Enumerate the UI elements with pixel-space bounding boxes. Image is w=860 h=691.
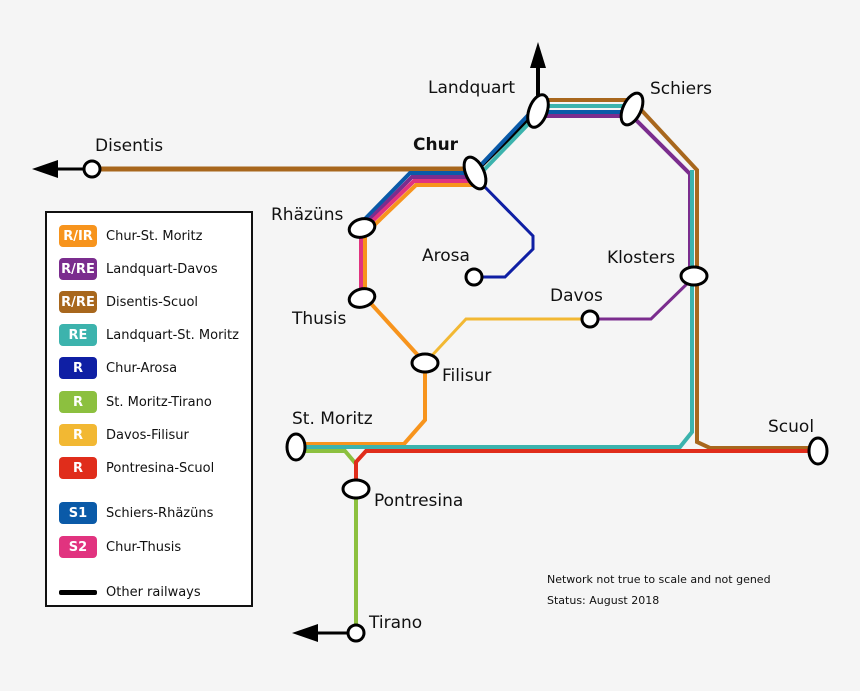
station-rhazuns-marker xyxy=(347,217,377,239)
legend-label: Pontresina-Scuol xyxy=(106,460,215,476)
station-st-moritz-marker xyxy=(285,432,307,462)
station-label-tirano: Tirano xyxy=(368,613,422,633)
line-badge: R xyxy=(59,357,97,379)
legend-item: R Davos-Filisur xyxy=(59,424,189,446)
legend-label: Chur-St. Moritz xyxy=(106,228,203,244)
station-arosa-marker xyxy=(464,267,484,287)
legend-label: Chur-Arosa xyxy=(106,360,178,376)
legend-item: R St. Moritz-Tirano xyxy=(59,391,212,413)
legend-label: Schiers-Rhäzüns xyxy=(106,505,214,521)
line-badge: S2 xyxy=(59,536,97,558)
chur-rhazuns-bundle xyxy=(359,171,475,297)
legend-item: R Pontresina-Scuol xyxy=(59,457,214,479)
route-davos-filisur xyxy=(423,317,590,365)
legend-label: Other railways xyxy=(106,584,201,600)
note-scale: Network not true to scale and not gened xyxy=(547,573,771,586)
route-st-moritz-tirano xyxy=(296,449,358,633)
station-label-arosa: Arosa xyxy=(422,246,470,266)
route-landquart-st-moritz xyxy=(296,170,694,449)
station-label-st-moritz: St. Moritz xyxy=(292,409,373,429)
legend-item: S1 Schiers-Rhäzüns xyxy=(59,502,213,524)
legend-item: R/RE Disentis-Scuol xyxy=(59,291,198,313)
line-badge: R/IR xyxy=(59,225,97,247)
station-label-pontresina: Pontresina xyxy=(374,491,463,511)
legend-label: Disentis-Scuol xyxy=(106,294,199,310)
line-badge: R xyxy=(59,457,97,479)
line-badge: R/RE xyxy=(59,258,97,280)
legend-label: Landquart-Davos xyxy=(106,261,218,277)
legend-label: Chur-Thusis xyxy=(106,539,182,555)
legend: R/IR Chur-St. Moritz R/RE Landquart-Davo… xyxy=(45,211,253,607)
line-badge: R/RE xyxy=(59,291,97,313)
station-label-chur: Chur xyxy=(413,135,459,155)
line-badge: RE xyxy=(59,324,97,346)
line-badge: R xyxy=(59,391,97,413)
station-davos-marker xyxy=(580,309,600,329)
station-label-scuol: Scuol xyxy=(768,417,814,437)
legend-item: R/IR Chur-St. Moritz xyxy=(59,225,202,247)
other-railways-swatch xyxy=(59,589,97,595)
station-thusis-marker xyxy=(347,287,377,309)
station-label-thusis: Thusis xyxy=(291,309,347,329)
station-tirano-marker xyxy=(346,623,366,643)
line-badge: S1 xyxy=(59,502,97,524)
station-label-klosters: Klosters xyxy=(607,248,675,268)
station-schiers-marker xyxy=(619,91,645,127)
legend-label: Davos-Filisur xyxy=(106,427,189,443)
station-label-schiers: Schiers xyxy=(650,79,712,99)
route-chur-st-moritz xyxy=(296,295,427,446)
station-label-davos: Davos xyxy=(550,286,603,306)
station-label-disentis: Disentis xyxy=(95,136,163,156)
legend-label: Landquart-St. Moritz xyxy=(106,327,239,343)
legend-label: St. Moritz-Tirano xyxy=(106,394,212,410)
landquart-schiers-bundle xyxy=(538,98,818,450)
stations xyxy=(82,91,829,643)
station-filisur-marker xyxy=(410,352,440,374)
station-label-landquart: Landquart xyxy=(428,78,515,98)
station-landquart-marker xyxy=(526,93,550,129)
route-pontresina-scuol xyxy=(354,449,818,488)
station-chur-marker xyxy=(462,155,488,191)
station-scuol-marker xyxy=(807,436,829,466)
southwest-arrow-icon xyxy=(292,624,318,642)
legend-item: R/RE Landquart-Davos xyxy=(59,258,218,280)
line-badge: R xyxy=(59,424,97,446)
legend-item: S2 Chur-Thusis xyxy=(59,536,181,558)
station-klosters-marker xyxy=(679,265,709,287)
station-disentis-marker xyxy=(82,159,102,179)
route-landquart-davos xyxy=(590,275,696,321)
route-chur-arosa xyxy=(474,178,535,279)
station-label-filisur: Filisur xyxy=(442,366,491,386)
north-arrow-icon xyxy=(530,42,546,68)
legend-item: R Chur-Arosa xyxy=(59,357,177,379)
note-status: Status: August 2018 xyxy=(547,594,660,607)
station-label-rhazuns: Rhäzüns xyxy=(271,205,343,225)
legend-item-other: Other railways xyxy=(59,581,201,603)
west-arrow-icon xyxy=(32,160,58,178)
legend-item: RE Landquart-St. Moritz xyxy=(59,324,239,346)
station-pontresina-marker xyxy=(341,478,371,500)
